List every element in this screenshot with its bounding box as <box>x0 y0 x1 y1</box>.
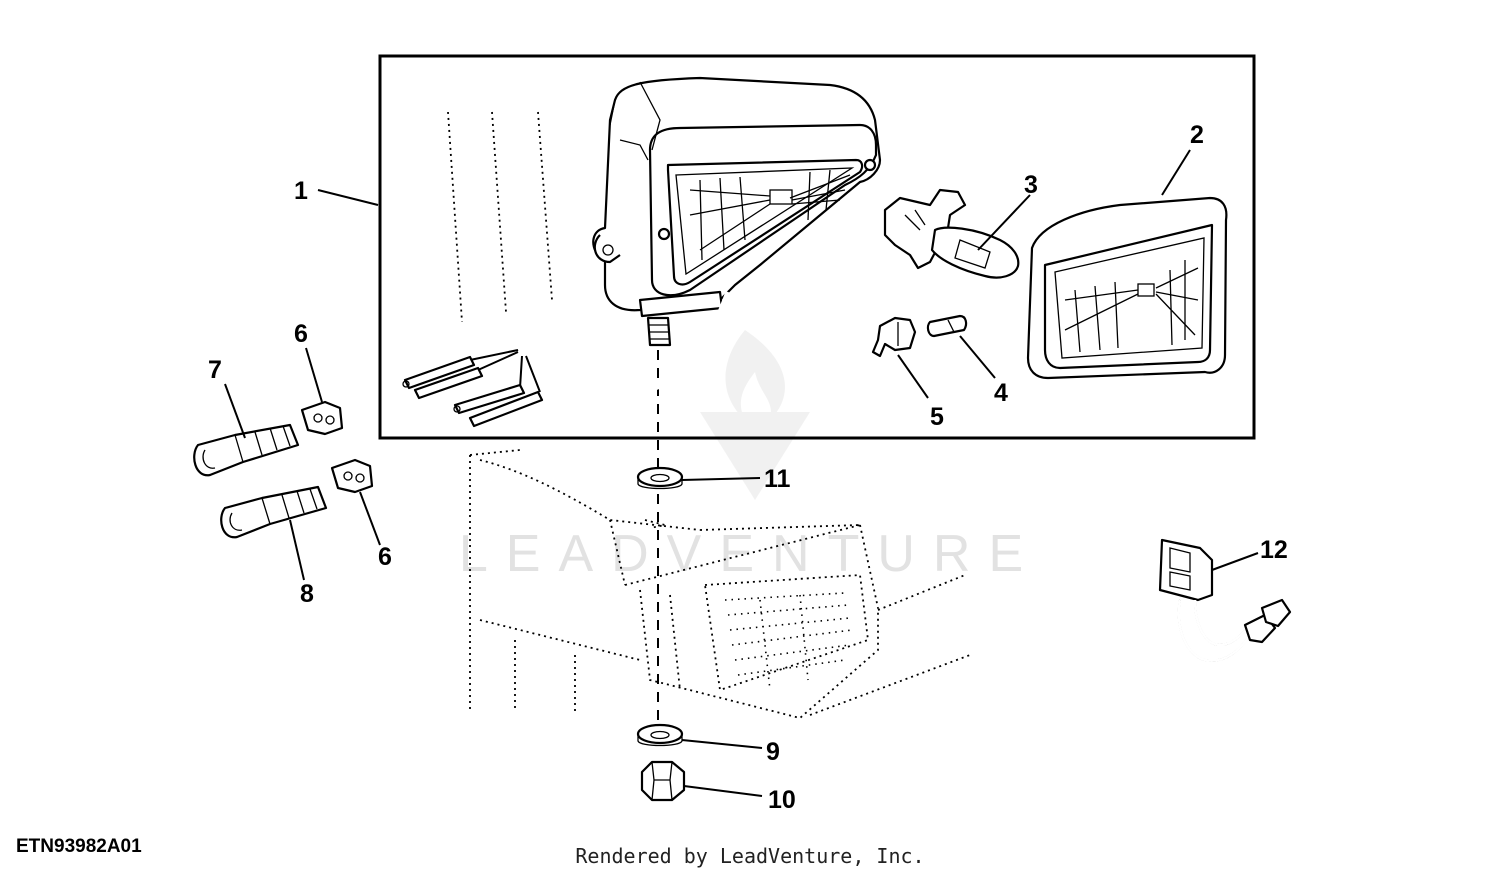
watermark-logo <box>700 330 810 500</box>
bulb-socket <box>871 316 917 358</box>
callout-12: 12 <box>1260 536 1288 564</box>
connector-lock-upper <box>300 400 344 436</box>
callout-6-upper: 6 <box>294 320 308 348</box>
sealed-lens <box>1026 196 1228 380</box>
light-wire-harness <box>402 291 731 428</box>
callout-5: 5 <box>930 403 944 431</box>
tractor-cab-outline <box>469 449 971 719</box>
switch-harness <box>1158 538 1292 662</box>
watermark-text: LEADVENTURE <box>458 525 1042 583</box>
washer-lower <box>636 723 684 747</box>
figure-id: ETN93982A01 <box>16 836 142 857</box>
hex-nut <box>640 760 686 802</box>
callout-labels: 1 2 3 4 5 6 6 7 8 9 10 11 12 <box>208 121 1288 814</box>
washer-upper <box>636 466 684 490</box>
cab-edge-lines <box>447 111 553 323</box>
callout-7: 7 <box>208 356 222 384</box>
halogen-bulb <box>883 188 1020 279</box>
callout-3: 3 <box>1024 171 1038 199</box>
callout-4: 4 <box>994 379 1008 407</box>
render-credit: Rendered by LeadVenture, Inc. <box>575 844 925 868</box>
callout-2: 2 <box>1190 121 1204 149</box>
assembly-frame <box>378 54 1256 440</box>
connector-housing-8 <box>220 485 328 539</box>
connector-lock-lower <box>330 458 374 494</box>
callout-9: 9 <box>766 738 780 766</box>
callout-6-lower: 6 <box>378 543 392 571</box>
callout-11: 11 <box>764 465 791 493</box>
connector-housing-7 <box>193 423 300 477</box>
small-bulb <box>926 314 968 338</box>
leader-lines <box>224 149 1259 797</box>
work-light-housing <box>592 76 882 347</box>
callout-1: 1 <box>294 177 308 205</box>
callout-10: 10 <box>768 786 796 814</box>
callout-8: 8 <box>300 580 314 608</box>
